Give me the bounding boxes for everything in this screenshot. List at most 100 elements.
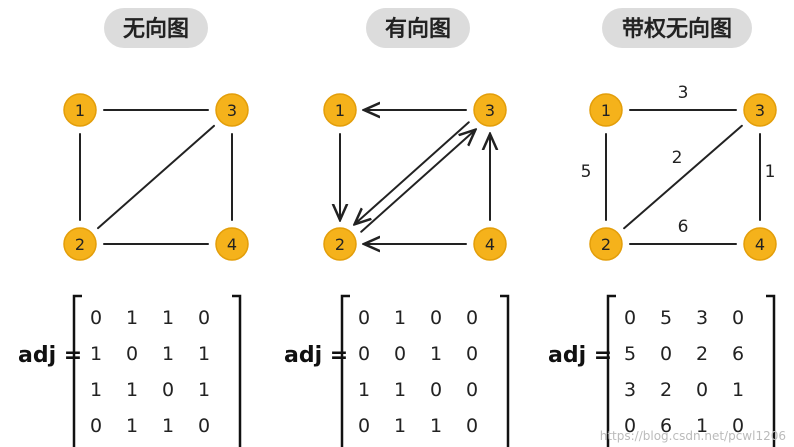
matrix-cell: 0 bbox=[430, 379, 442, 401]
edge-2-3 bbox=[623, 124, 743, 230]
node-3 bbox=[743, 93, 777, 127]
matrix-cell: 1 bbox=[394, 379, 406, 401]
matrix-cell: 1 bbox=[198, 343, 210, 365]
matrix-cell: 0 bbox=[624, 415, 636, 437]
matrix-cell: 0 bbox=[358, 343, 370, 365]
matrix-cell: 0 bbox=[198, 307, 210, 329]
matrix-cell: 0 bbox=[358, 307, 370, 329]
node-label: 1 bbox=[601, 101, 611, 120]
matrix-cell: 1 bbox=[90, 343, 102, 365]
panel-title: 有向图 bbox=[385, 16, 451, 42]
edge-2-3 bbox=[97, 124, 215, 230]
matrix-cell: 1 bbox=[696, 415, 708, 437]
panel-title: 无向图 bbox=[123, 16, 189, 42]
graph: 1 3 2 4 bbox=[323, 93, 507, 261]
matrix-cell: 0 bbox=[732, 307, 744, 329]
matrix-left-bracket bbox=[606, 294, 616, 447]
panel-title: 带权无向图 bbox=[622, 16, 732, 42]
matrix-cell: 0 bbox=[126, 343, 138, 365]
matrix-cell: 0 bbox=[90, 307, 102, 329]
node-3 bbox=[473, 93, 507, 127]
matrix-cell: 1 bbox=[430, 415, 442, 437]
matrix-cell: 1 bbox=[162, 415, 174, 437]
node-label: 2 bbox=[601, 235, 611, 254]
edge-3-2 bbox=[355, 121, 470, 224]
matrix-cell: 0 bbox=[624, 307, 636, 329]
matrix-left-bracket bbox=[72, 294, 82, 447]
edge-weight: 3 bbox=[678, 83, 689, 103]
matrix-cell: 0 bbox=[162, 379, 174, 401]
matrix-cell: 3 bbox=[696, 307, 708, 329]
watermark: https://blog.csdn.net/pcwl1206 bbox=[600, 429, 786, 443]
matrix-cell: 0 bbox=[466, 307, 478, 329]
node-2 bbox=[63, 227, 97, 261]
matrix-cell: 1 bbox=[90, 379, 102, 401]
node-2 bbox=[589, 227, 623, 261]
node-label: 3 bbox=[485, 101, 495, 120]
matrix-cell: 1 bbox=[126, 307, 138, 329]
node-label: 4 bbox=[227, 235, 237, 254]
node-4 bbox=[473, 227, 507, 261]
matrix-cell: 5 bbox=[660, 307, 672, 329]
matrix-right-bracket bbox=[232, 294, 242, 447]
node-1 bbox=[323, 93, 357, 127]
matrix-cell: 0 bbox=[732, 415, 744, 437]
matrix-cell: 6 bbox=[732, 343, 744, 365]
matrix-left-bracket bbox=[340, 294, 350, 447]
node-label: 3 bbox=[755, 101, 765, 120]
matrix-cell: 1 bbox=[732, 379, 744, 401]
matrix-cell: 1 bbox=[198, 379, 210, 401]
matrix-cell: 0 bbox=[696, 379, 708, 401]
node-2 bbox=[323, 227, 357, 261]
title-pill bbox=[104, 8, 208, 48]
matrix-cell: 0 bbox=[394, 343, 406, 365]
matrix-cell: 0 bbox=[198, 415, 210, 437]
node-1 bbox=[63, 93, 97, 127]
edge-weight: 6 bbox=[678, 217, 689, 237]
node-label: 1 bbox=[335, 101, 345, 120]
matrix-cell: 6 bbox=[660, 415, 672, 437]
edge-weight: 1 bbox=[765, 162, 776, 182]
matrix-cell: 0 bbox=[466, 415, 478, 437]
matrix-cell: 5 bbox=[624, 343, 636, 365]
matrix-cell: 0 bbox=[466, 343, 478, 365]
matrix-cell: 1 bbox=[126, 415, 138, 437]
matrix-cell: 2 bbox=[660, 379, 672, 401]
matrix-cell: 3 bbox=[624, 379, 636, 401]
node-3 bbox=[215, 93, 249, 127]
node-label: 1 bbox=[75, 101, 85, 120]
node-4 bbox=[743, 227, 777, 261]
matrix-cell: 1 bbox=[162, 307, 174, 329]
matrix-cell: 1 bbox=[430, 343, 442, 365]
matrix-cell: 0 bbox=[358, 415, 370, 437]
edge-weight: 5 bbox=[581, 162, 592, 182]
node-label: 2 bbox=[335, 235, 345, 254]
matrix-cell: 0 bbox=[430, 307, 442, 329]
matrix-cell: 1 bbox=[162, 343, 174, 365]
matrix-cell: 1 bbox=[394, 415, 406, 437]
adjacency-matrix: 0 1 0 0 0 0 1 0 1 1 0 0 0 1 1 0 bbox=[340, 294, 510, 447]
node-1 bbox=[589, 93, 623, 127]
matrix-cell: 1 bbox=[394, 307, 406, 329]
matrix-cell: 0 bbox=[466, 379, 478, 401]
node-label: 4 bbox=[485, 235, 495, 254]
matrix-right-bracket bbox=[766, 294, 776, 447]
node-4 bbox=[215, 227, 249, 261]
matrix-cell: 1 bbox=[358, 379, 370, 401]
panel-directed: 有向图 1 3 2 4 adj = 0 1 0 0 0 0 1 0 1 1 0 0 0 1 1 0 bbox=[284, 8, 510, 447]
adj-label: adj = bbox=[284, 343, 348, 368]
title-pill bbox=[602, 8, 752, 48]
adj-label: adj = bbox=[18, 343, 82, 368]
node-label: 2 bbox=[75, 235, 85, 254]
adj-label: adj = bbox=[548, 343, 612, 368]
matrix-cell: 0 bbox=[660, 343, 672, 365]
matrix-cell: 1 bbox=[126, 379, 138, 401]
title-pill bbox=[366, 8, 470, 48]
